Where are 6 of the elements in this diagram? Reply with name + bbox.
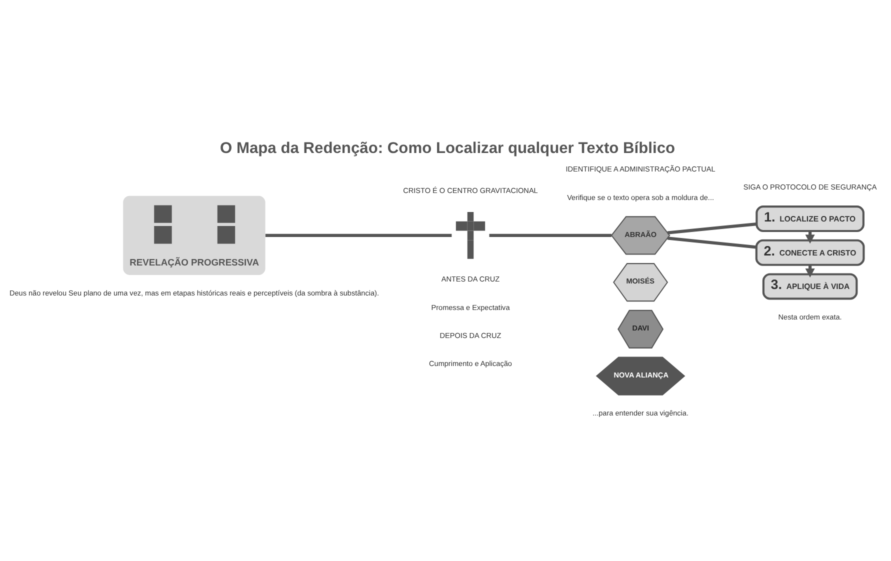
connector [667,222,757,234]
node-box: REVELAÇÃO PROGRESSIVA [123,195,266,274]
diagram-title: O Mapa da Redenção: Como Localizar qualquer Texto Bíblico [220,140,676,157]
connector [265,233,452,236]
connector [489,233,612,236]
connector [667,236,756,248]
